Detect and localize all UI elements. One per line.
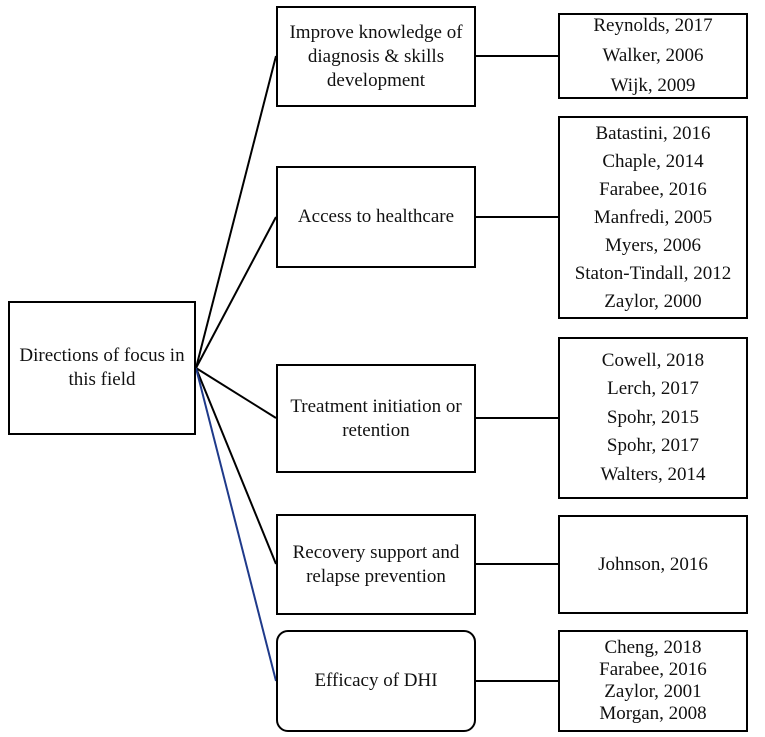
ref-item: Morgan, 2008 <box>599 703 707 724</box>
refs-treatment: Cowell, 2018 Lerch, 2017 Spohr, 2015 Spo… <box>558 337 748 499</box>
ref-item: Spohr, 2015 <box>606 406 700 428</box>
branch-node-knowledge: Improve knowledge of diagnosis & skills … <box>276 6 476 107</box>
ref-item: Spohr, 2017 <box>606 435 700 457</box>
refs-recovery: Johnson, 2016 <box>558 515 748 614</box>
branch-label: Recovery support and relapse prevention <box>292 541 460 587</box>
connector-root-to-branch-2 <box>195 367 277 419</box>
ref-item: Zaylor, 2001 <box>604 681 702 702</box>
branch-node-treatment: Treatment initiation or retention <box>276 364 476 473</box>
ref-item: Batastini, 2016 <box>595 122 711 144</box>
root-node: Directions of focus in this field <box>8 301 196 435</box>
refs-knowledge: Reynolds, 2017 Walker, 2006 Wijk, 2009 <box>558 13 748 99</box>
connector-root-to-branch-4 <box>195 367 277 682</box>
ref-item: Manfredi, 2005 <box>593 206 713 228</box>
ref-item: Lerch, 2017 <box>607 378 699 400</box>
root-label: Directions of focus in this field <box>19 345 185 390</box>
branch-node-access: Access to healthcare <box>276 166 476 268</box>
ref-item: Staton-Tindall, 2012 <box>574 262 732 284</box>
branch-label: Efficacy of DHI <box>314 670 438 691</box>
branch-label: Access to healthcare <box>297 206 455 227</box>
connector-root-to-branch-3 <box>195 367 277 565</box>
branch-node-efficacy: Efficacy of DHI <box>276 630 476 732</box>
refs-access: Batastini, 2016 Chaple, 2014 Farabee, 20… <box>558 116 748 319</box>
branch-label: Improve knowledge of diagnosis & skills … <box>289 21 463 91</box>
ref-item: Walker, 2006 <box>602 45 704 66</box>
branch-node-recovery: Recovery support and relapse prevention <box>276 514 476 615</box>
ref-item: Reynolds, 2017 <box>593 15 713 36</box>
ref-item: Chaple, 2014 <box>602 150 704 172</box>
connector-root-to-branch-0 <box>195 55 277 369</box>
ref-item: Wijk, 2009 <box>610 75 696 96</box>
branch-label: Treatment initiation or retention <box>290 395 462 441</box>
ref-item: Farabee, 2016 <box>599 178 707 200</box>
ref-item: Cheng, 2018 <box>604 637 702 658</box>
refs-efficacy: Cheng, 2018 Farabee, 2016 Zaylor, 2001 M… <box>558 630 748 732</box>
ref-item: Cowell, 2018 <box>601 349 705 371</box>
ref-item: Myers, 2006 <box>604 234 702 256</box>
ref-item: Zaylor, 2000 <box>604 290 702 312</box>
connector-root-to-branch-1 <box>195 216 277 369</box>
ref-item: Farabee, 2016 <box>599 659 707 680</box>
ref-item: Johnson, 2016 <box>598 553 708 575</box>
ref-item: Walters, 2014 <box>600 463 706 485</box>
